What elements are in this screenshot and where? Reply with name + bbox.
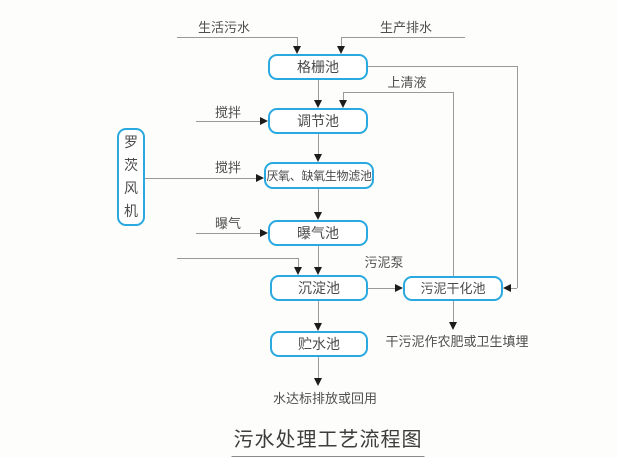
connector-line: [318, 134, 319, 155]
arrow-down-icon: [314, 378, 322, 386]
diagram-title: 污水处理工艺流程图: [231, 423, 425, 457]
arrow-down-icon: [449, 322, 457, 330]
node-sedimentation-tank: 沉淀池: [270, 275, 368, 301]
connector-line: [177, 37, 297, 38]
arrow-down-icon: [314, 212, 322, 220]
arrow-down-icon: [314, 154, 322, 162]
label-aeration: 曝气: [214, 216, 242, 231]
connector-line: [196, 121, 260, 122]
arrow-down-icon: [314, 100, 322, 108]
connector-line: [298, 258, 299, 267]
label-domestic-sewage: 生活污水: [197, 20, 251, 35]
node-storage-tank: 贮水池: [270, 331, 368, 357]
label-production-drainage: 生产排水: [379, 20, 433, 35]
connector-line: [341, 37, 342, 48]
connector-line: [517, 66, 518, 288]
arrow-left-icon: [503, 284, 511, 292]
connector-line: [368, 288, 395, 289]
arrow-down-icon: [339, 100, 347, 108]
connector-line: [196, 233, 260, 234]
connector-line: [341, 37, 465, 38]
arrow-down-icon: [314, 267, 322, 275]
connector-line: [177, 258, 298, 259]
arrow-right-icon: [256, 174, 264, 182]
label-water-discharge: 水达标排放或回用: [272, 391, 378, 406]
node-sludge-drying-tank: 污泥干化池: [403, 276, 503, 301]
label-stir-biofilter: 搅拌: [214, 160, 242, 175]
connector-line: [297, 37, 298, 48]
node-aeration-tank: 曝气池: [268, 220, 368, 246]
node-screen-tank: 格栅池: [268, 54, 368, 80]
connector-line: [509, 288, 517, 289]
label-stir-regulation: 搅拌: [214, 105, 242, 120]
node-regulation-tank: 调节池: [268, 108, 368, 134]
connector-line: [145, 178, 196, 179]
arrow-right-icon: [260, 229, 268, 237]
connector-line: [196, 178, 256, 179]
arrow-right-icon: [260, 117, 268, 125]
arrow-down-icon: [293, 46, 301, 54]
connector-line: [343, 92, 453, 93]
roots-blower-label: 罗茨风机: [124, 134, 138, 219]
label-dried-sludge-disposal: 干污泥作农肥或卫生填埋: [385, 334, 529, 349]
arrow-right-icon: [395, 284, 403, 292]
arrow-down-icon: [314, 323, 322, 331]
connector-line: [318, 357, 319, 379]
connector-line: [453, 301, 454, 323]
connector-line: [318, 80, 319, 101]
connector-line: [318, 301, 319, 324]
connector-line: [343, 92, 344, 101]
connector-line: [368, 66, 517, 67]
connector-line: [453, 92, 454, 276]
arrow-down-icon: [337, 46, 345, 54]
arrow-down-icon: [294, 267, 302, 275]
label-sludge-pump: 污泥泵: [364, 255, 404, 270]
node-roots-blower: 罗茨风机: [117, 128, 145, 226]
node-biofilter-tank: 厌氧、缺氧生物滤池: [264, 162, 374, 189]
connector-line: [318, 246, 319, 267]
label-supernatant: 上清液: [387, 75, 427, 90]
connector-line: [318, 189, 319, 212]
